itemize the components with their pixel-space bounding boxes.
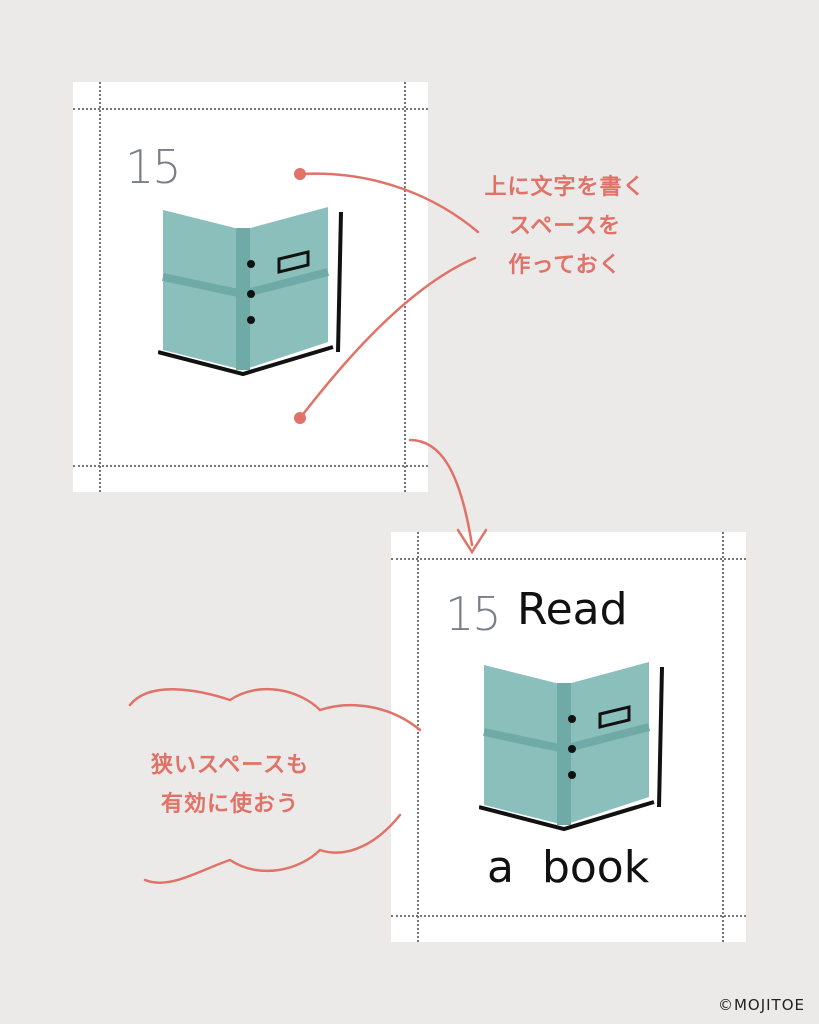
book-icon (479, 662, 664, 832)
note-line: 有効に使おう (160, 792, 299, 817)
dotted-guide (404, 82, 406, 492)
card-before: 15 (73, 82, 428, 492)
dotted-guide (73, 108, 428, 110)
arrow-line (408, 438, 474, 547)
dotted-guide (722, 532, 724, 942)
dotted-guide (417, 532, 419, 942)
day-number: 15 (445, 587, 502, 641)
note-line: 狭いスペースも (150, 753, 310, 778)
note-top: 上に文字を書く スペースを 作っておく (470, 168, 660, 285)
cloud-top (128, 687, 422, 732)
note-line: 上に文字を書く (484, 175, 646, 200)
book-icon (158, 207, 343, 377)
card-after: 15 Read a book (391, 532, 746, 942)
arrowhead-icon (456, 528, 488, 555)
dotted-guide (73, 465, 428, 467)
pointer-line (298, 172, 480, 234)
cloud-bottom (143, 813, 402, 884)
title-bottom: a book (487, 842, 650, 893)
note-bottom: 狭いスペースも 有効に使おう (125, 746, 335, 824)
note-line: スペースを (508, 214, 622, 239)
day-number: 15 (125, 140, 182, 194)
note-line: 作っておく (508, 253, 622, 278)
dotted-guide (99, 82, 101, 492)
dotted-guide (391, 558, 746, 560)
credit-logo: ©MOJITOE (717, 996, 805, 1014)
title-top: Read (517, 584, 628, 635)
pointer-line (298, 256, 477, 420)
dotted-guide (391, 915, 746, 917)
